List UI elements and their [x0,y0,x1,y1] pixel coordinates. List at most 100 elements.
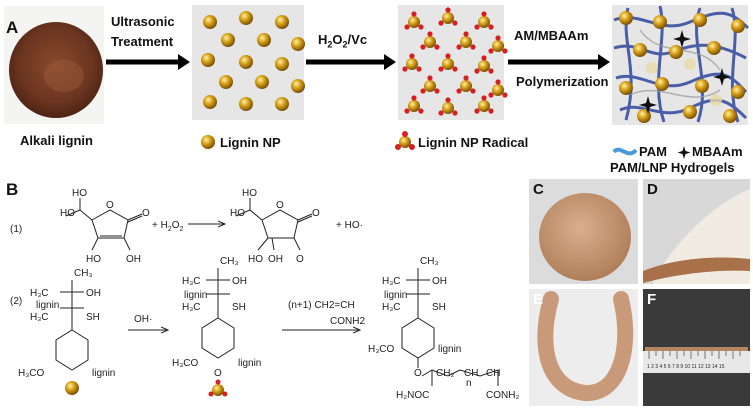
reaction2-monomer: (n+1) CH2=CH [288,300,355,311]
radical-dot [420,88,426,94]
lignin-np [255,75,269,89]
svg-text:O: O [106,200,114,211]
lignin-graft-structure [401,268,499,386]
svg-text:OH: OH [432,276,447,287]
radical-dot [404,108,410,114]
radical-dot [438,66,444,72]
lignin-np [637,109,651,123]
svg-text:OH: OH [268,254,283,265]
lignin-np [478,16,490,28]
radical-dot [488,24,494,30]
panel-b-label: B [6,180,19,199]
hydrogel-u-shape [537,291,634,401]
polymerization-label: Polymerization [516,74,609,89]
svg-text:SH: SH [86,312,100,323]
svg-text:H₃CO: H₃CO [368,344,395,355]
radical-dot [452,110,458,116]
svg-text:CH₃: CH₃ [220,256,239,267]
ultrasonic-label: Ultrasonic [111,14,175,29]
photo-f: 1 2 3 4 5 6 7 8 9 10 11 12 13 14 15 F [643,289,750,406]
photo-d: D [643,179,750,284]
svg-text:H₃C: H₃C [30,312,49,323]
svg-text:H₃C: H₃C [182,302,201,313]
svg-text:CONH₂: CONH₂ [486,390,519,401]
radical-dot [470,88,476,94]
am-mbaam-label: AM/MBAAm [514,28,589,43]
radical-dot [474,108,480,114]
reaction1-ho-radical: + HO· [336,220,363,231]
radical-dot [463,31,469,37]
lignin-structure-2 [201,268,235,359]
lignin-np [442,102,454,114]
reaction1-h2o2: + H2O2 [152,220,184,233]
lignin-np [275,57,289,71]
radical-dot [452,20,458,26]
lignin-np [693,13,707,27]
svg-text:O: O [312,208,320,219]
lignin-np-faint [710,94,722,106]
radical-dot [502,92,508,98]
svg-text:lignin: lignin [438,344,461,355]
ascorbic-acid-structure [65,198,143,251]
hydrogel-stretched [643,257,750,283]
svg-text:HO: HO [72,188,87,199]
svg-text:HO: HO [248,254,263,265]
svg-text:H₃C: H₃C [182,276,201,287]
svg-text:lignin: lignin [384,290,407,301]
ruler-numbers: 1 2 3 4 5 6 7 8 9 10 11 12 13 14 15 [647,364,725,370]
svg-text:O: O [296,254,304,265]
svg-text:H₃C: H₃C [382,302,401,313]
reaction2-monomer-conh2: CONH2 [330,316,365,327]
lignin-powder-image [9,22,103,118]
lignin-np [460,80,472,92]
lignin-np [408,100,420,112]
panel-e-label: E [533,291,544,308]
treatment-label: Treatment [111,34,174,49]
radical-dot [445,53,451,59]
photo-e: E [529,289,638,406]
svg-text:HO: HO [230,208,245,219]
lignin-np [201,53,215,67]
radical-dot [470,44,476,50]
radical-dot [452,66,458,72]
svg-text:O: O [276,200,284,211]
svg-text:OH: OH [126,254,141,265]
svg-text:OH: OH [86,288,101,299]
legend-lignin-np-radical-label: Lignin NP Radical [418,135,529,150]
panel-b-reactions: (1) HO HO HO OH O O + H2O2 HO HO HO OH O… [10,188,519,401]
panel-f-label: F [647,291,657,308]
lignin-np [460,36,472,48]
lignin-np-radical-grid [402,7,508,116]
reaction2-np-icon [65,381,79,395]
h2o2-vc-label: H2O2/Vc [318,32,368,50]
svg-text:lignin: lignin [92,368,115,379]
radical-dot [445,7,451,13]
radical-dot [456,88,462,94]
svg-text:H₃C: H₃C [30,288,49,299]
radical-dot [474,68,480,74]
reaction2-oh-radical: OH· [134,314,152,325]
lignin-np-faint [684,58,696,70]
hydrogel-disc [539,193,631,281]
radical-dot [445,97,451,103]
svg-text:H₃C: H₃C [382,276,401,287]
radical-dot [495,79,501,85]
lignin-np [239,97,253,111]
lignin-np [492,40,504,52]
svg-text:CH₃: CH₃ [74,268,93,279]
radical-dot [481,55,487,61]
lignin-np [219,75,233,89]
legend-lignin-np-radical-icon [395,131,415,150]
radical-dot [481,11,487,17]
radical-dot [402,66,408,72]
lignin-np [406,58,418,70]
radical-dot [438,110,444,116]
radical-dot [438,20,444,26]
lignin-np [239,11,253,25]
svg-text:H₃CO: H₃CO [172,358,199,369]
legend-hydrogels-label: PAM/LNP Hydrogels [610,160,735,175]
lignin-np [221,33,235,47]
lignin-np [478,60,490,72]
lignin-np [695,79,709,93]
alkali-lignin-caption: Alkali lignin [20,133,93,148]
